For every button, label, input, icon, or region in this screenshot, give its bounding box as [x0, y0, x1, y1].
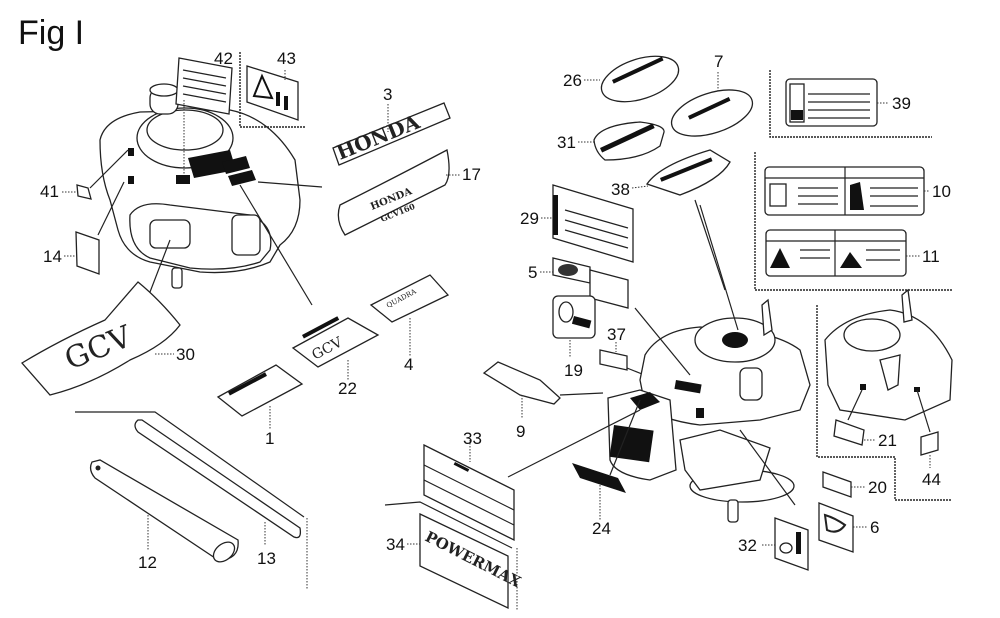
decal-26-emblem: [600, 55, 680, 103]
decal-7-emblem: [670, 72, 754, 137]
callout-1: 1: [265, 429, 274, 448]
decal-20: [822, 471, 866, 498]
callout-42: 42: [214, 49, 233, 68]
callout-37: 37: [607, 325, 626, 344]
decal-22-gcv-badge: GCV: [291, 316, 380, 380]
group-frame-tubes: [75, 411, 305, 518]
decal-31-cap-emblem: [593, 121, 665, 161]
callout-19: 19: [564, 361, 583, 380]
decal-24-strip: [572, 463, 626, 520]
callout-39: 39: [892, 94, 911, 113]
decal-21: [833, 419, 876, 446]
decal-19-label: [552, 295, 596, 357]
callout-29: 29: [520, 209, 539, 228]
decal-33-info-plate: [423, 440, 515, 542]
callout-4: 4: [404, 355, 413, 374]
callout-6: 6: [870, 518, 879, 537]
decal-37: [599, 342, 643, 375]
decal-14: [75, 181, 125, 275]
callout-20: 20: [868, 478, 887, 497]
group-frame-43: [239, 52, 305, 128]
callout-11: 11: [922, 247, 940, 266]
group-frame-34: [384, 501, 513, 549]
callout-14: 14: [43, 247, 62, 266]
decal-6-symbol-label: [818, 502, 868, 553]
callout-33: 33: [463, 429, 482, 448]
callout-13: 13: [257, 549, 276, 568]
honda-logo-text: HONDA: [333, 109, 424, 164]
callout-22: 22: [338, 379, 357, 398]
decal-4-quadra-label: QUADRA: [369, 274, 450, 356]
group-frame-10-11: [754, 152, 952, 291]
decal-17-honda-model: HONDA GCV160: [337, 149, 450, 236]
callout-24: 24: [592, 519, 611, 538]
callout-32: 32: [738, 536, 757, 555]
inset-engine-illustration: [824, 288, 953, 433]
callout-30: 30: [176, 345, 195, 364]
callout-3: 3: [383, 85, 392, 104]
group-frame-21-44: [816, 305, 952, 501]
callout-38: 38: [611, 180, 630, 199]
decal-43-hazard-label: [246, 65, 299, 121]
callout-21: 21: [878, 431, 897, 450]
part-13-tube: [134, 419, 302, 545]
part-12-tube: [89, 459, 239, 563]
decal-29-spec-label: [552, 184, 634, 263]
figure-title: Fig I: [18, 14, 85, 52]
left-engine-illustration: [99, 83, 323, 289]
decal-3-honda-logo: HONDA: [332, 102, 451, 166]
decal-39-warning-label: [785, 78, 888, 127]
decal-11-warning-label: [765, 229, 907, 277]
callout-43: 43: [277, 49, 296, 68]
callout-26: 26: [563, 71, 582, 90]
decal-32-symbol-label: [762, 517, 809, 571]
callout-44: 44: [922, 470, 941, 489]
decal-41: [76, 149, 129, 200]
decal-5-model-label: [552, 257, 629, 309]
callout-17: 17: [462, 165, 481, 184]
decal-38-emblem: [645, 149, 731, 291]
callout-10: 10: [932, 182, 951, 201]
decal-1-spec-label: [216, 364, 304, 430]
decal-44: [920, 431, 939, 468]
decal-9-label: [482, 361, 604, 418]
callout-5: 5: [528, 263, 537, 282]
right-engine-illustration: [507, 298, 811, 523]
callout-12: 12: [138, 553, 157, 572]
callout-7: 7: [714, 52, 723, 71]
decal-42-warning-label: [175, 57, 233, 175]
callout-41: 41: [40, 182, 59, 201]
callout-34: 34: [386, 535, 405, 554]
group-frame-39: [769, 70, 932, 138]
decal-10-caution-label: [764, 166, 925, 216]
callout-9: 9: [516, 422, 525, 441]
callout-31: 31: [557, 133, 576, 152]
